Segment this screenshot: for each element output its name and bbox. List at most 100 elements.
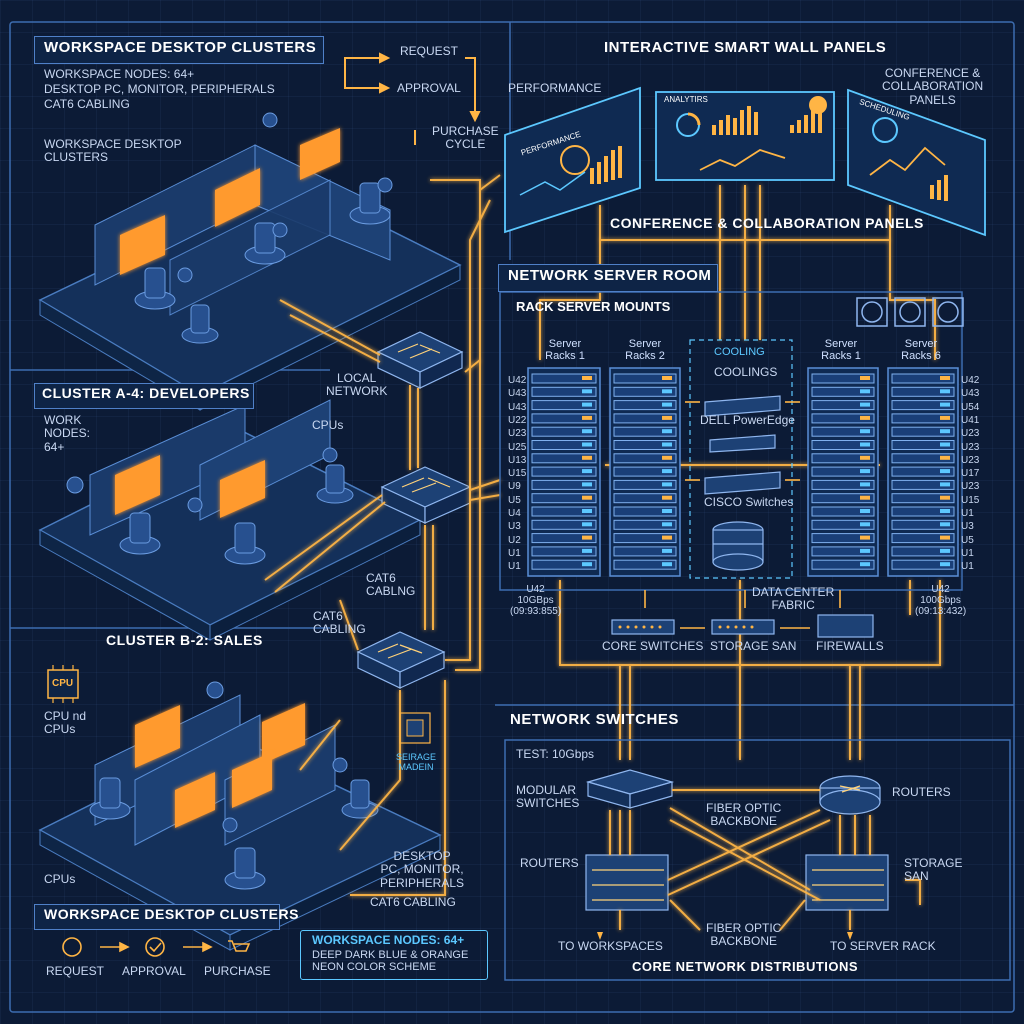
rack-slot-led <box>940 402 950 407</box>
rack-slot <box>811 426 875 437</box>
legend-step-request: REQUEST <box>46 964 105 978</box>
rack-slot <box>613 466 677 477</box>
server-racks <box>527 297 964 638</box>
workspace-title-box <box>34 36 324 64</box>
purchase-approval-text: APPROVAL <box>397 81 461 95</box>
rack-unit-label: U3 <box>508 521 521 533</box>
rack-slot-led <box>860 469 870 474</box>
rack-slot-led <box>860 455 870 460</box>
cluster-b2-cpus: CPUs <box>44 872 76 886</box>
rack-slot-led <box>940 509 950 513</box>
rack-label-2: Server Racks 2 <box>625 338 665 363</box>
rack-slot <box>891 546 955 557</box>
seirage-label: SEIRAGE MADEIN <box>396 752 437 773</box>
coolings-label: COOLINGS <box>714 365 778 379</box>
rack-label-3: Server Racks 1 <box>821 338 861 363</box>
rack-slot <box>531 453 597 464</box>
rack-slot-led <box>582 442 592 447</box>
rack-slot-led <box>940 562 950 567</box>
server-room-title-box <box>498 264 718 292</box>
rack-unit-label: U13 <box>508 454 527 466</box>
rack-slot-led <box>582 535 592 540</box>
rack-slot <box>613 386 677 397</box>
rack-slot-led <box>860 495 870 500</box>
routers-right-label: ROUTERS <box>892 785 951 799</box>
cat6-label-b: CAT6 CABLING <box>313 609 366 637</box>
rack-slot-led <box>662 376 672 380</box>
rack-unit-label: U1 <box>961 561 974 573</box>
rack-label-1: Server Racks 1 <box>545 338 585 363</box>
rack-slot <box>613 400 677 411</box>
rack-slot-led <box>860 482 870 487</box>
rack-unit-label: U23 <box>961 428 980 440</box>
dell-label: DELL PowerEdge <box>700 413 795 427</box>
workspace-cluster-3-drawing <box>38 681 442 951</box>
rack-unit-label: U15 <box>508 468 527 480</box>
wall-performance-label: PERFORMANCE <box>508 81 602 95</box>
cat6-label-a: CAT6 CABLNG <box>366 571 416 599</box>
rack-slot-led <box>940 442 950 447</box>
rack-slot-led <box>940 548 950 553</box>
rack-unit-label: U15 <box>961 494 980 506</box>
rack-slot <box>891 413 955 424</box>
rack-slot <box>613 479 677 490</box>
rack-slot <box>531 533 597 544</box>
rack-unit-label: U3 <box>961 521 974 533</box>
rack-slot <box>811 506 875 517</box>
rack-unit-label: U4 <box>508 508 521 519</box>
rack-unit-label: U23 <box>961 441 980 453</box>
firewalls-label: FIREWALLS <box>816 639 884 653</box>
rack-mounts-label: RACK SERVER MOUNTS <box>516 299 671 314</box>
rack-slot <box>613 546 677 557</box>
rack-slot <box>891 466 955 477</box>
rack-slot-led <box>582 522 592 527</box>
network-switches-title: NETWORK SWITCHES <box>510 711 679 728</box>
rack-slot <box>891 440 955 450</box>
rack-slot-led <box>940 376 950 380</box>
rack-slot-led <box>662 442 672 447</box>
rack-slot-led <box>860 535 870 540</box>
rack-slot <box>891 533 955 544</box>
rack-slot <box>531 466 597 477</box>
rack-unit-label: U22 <box>508 414 527 426</box>
rack-unit-label: U1 <box>508 561 521 573</box>
core-distributions-label: CORE NETWORK DISTRIBUTIONS <box>632 959 859 974</box>
rack-unit-label: U23 <box>508 428 527 440</box>
legend-title-box <box>34 904 280 930</box>
rack-slot-led <box>860 376 870 380</box>
workspace-cluster-1-drawing <box>38 112 462 411</box>
left-rack-info: U42 10GBps (09:93:855) <box>510 584 562 618</box>
rack-slot <box>811 400 875 411</box>
rack-label-4: Server Racks 6 <box>901 338 941 363</box>
rack-slot-led <box>940 455 950 460</box>
rack-slot <box>613 493 677 504</box>
rack-slot-led <box>662 495 672 500</box>
rack-slot <box>531 519 597 530</box>
cisco-label: CISCO Switches <box>704 495 794 509</box>
rack-slot-led <box>940 535 950 540</box>
rack-slot-led <box>662 429 672 434</box>
rack-slot <box>811 413 875 424</box>
rack-slot <box>811 533 875 544</box>
rack-slot-led <box>582 402 592 407</box>
workspace-title: WORKSPACE DESKTOP CLUSTERS <box>44 39 317 56</box>
rack-slot-led <box>662 402 672 407</box>
rack-slot <box>531 479 597 490</box>
smart-wall-screens <box>504 86 986 237</box>
rack-slot <box>891 493 955 504</box>
rack-slot <box>531 440 597 450</box>
cluster-a4-title: CLUSTER A-4: DEVELOPERS <box>42 385 250 401</box>
rack-slot-led <box>860 548 870 553</box>
rack-slot <box>891 373 955 384</box>
rack-slot-led <box>940 522 950 527</box>
rack-slot <box>811 559 875 570</box>
rack-unit-label: U42 <box>508 375 527 386</box>
rack-unit-label: U1 <box>508 547 521 559</box>
cluster-b2-cpu-label: CPU nd CPUs <box>44 709 87 737</box>
rack-unit-label: U54 <box>961 401 980 413</box>
rack-slot-led <box>860 429 870 434</box>
rack-slot <box>891 506 955 517</box>
rack-slot-led <box>940 429 950 434</box>
rack-unit-label: U23 <box>961 454 980 466</box>
